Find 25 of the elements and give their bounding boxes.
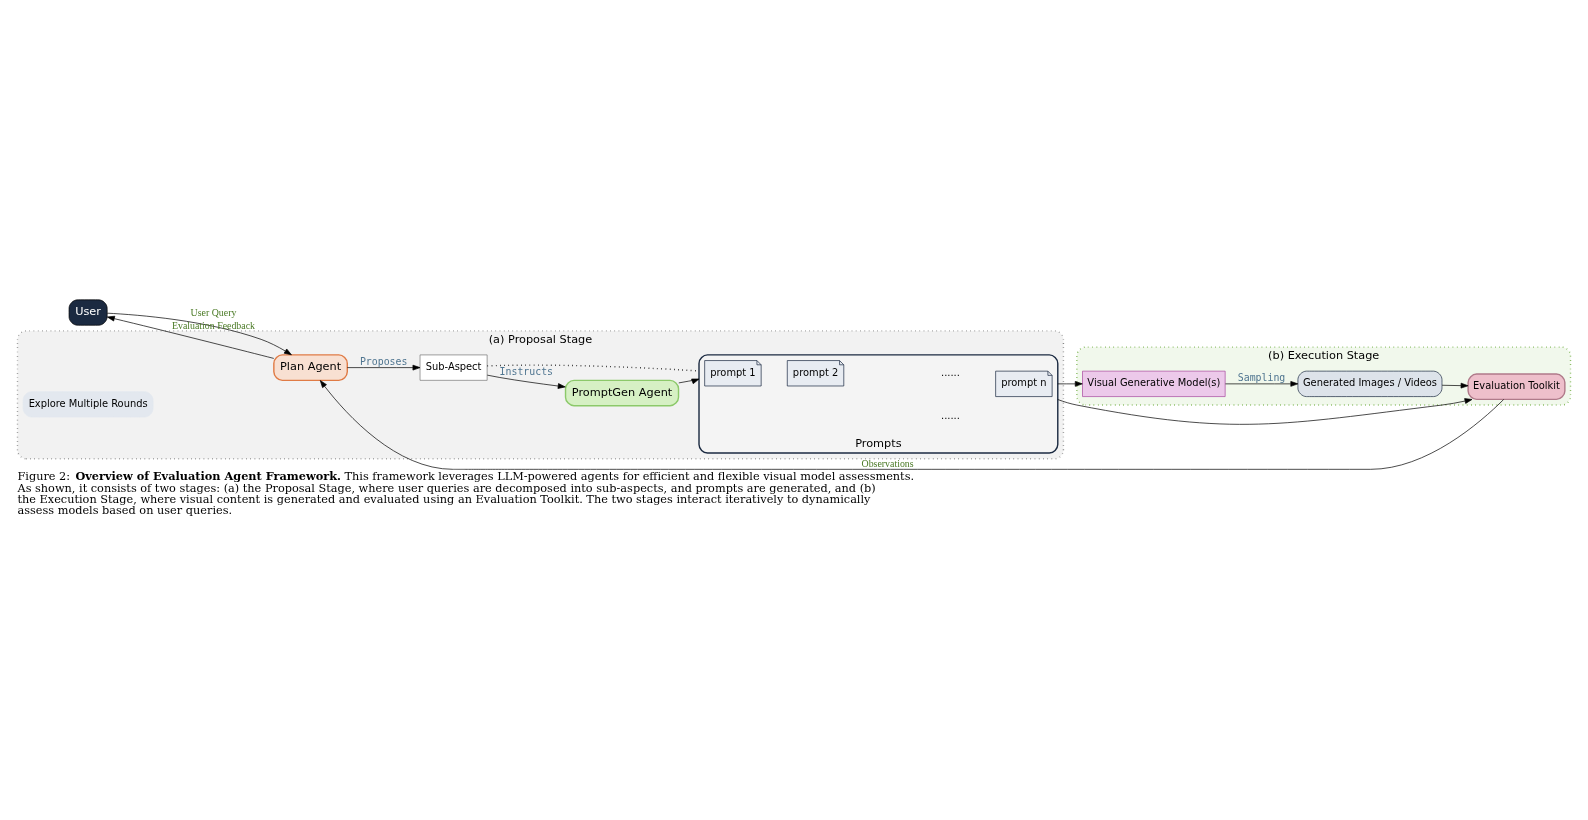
node-box: Visual Generative Model(s) <box>1082 370 1226 397</box>
arrow <box>486 374 566 389</box>
label: ...... <box>941 366 960 378</box>
arrow <box>1057 381 1083 387</box>
node-box: Evaluation Toolkit <box>1467 373 1566 401</box>
node-box: Plan Agent <box>273 354 348 382</box>
arrow <box>678 378 700 385</box>
node-box: Generated Images / Videos <box>1297 370 1443 397</box>
node-box: User <box>68 299 108 326</box>
arrow <box>1057 398 1473 425</box>
edge-label: Sampling <box>1237 372 1286 384</box>
edge-label: Observations <box>861 457 914 469</box>
arrow <box>347 364 421 371</box>
node-box: PromptGen Agent <box>564 379 680 407</box>
edge-label: User Query <box>190 307 237 319</box>
arrow <box>107 315 275 359</box>
arrow <box>106 312 292 356</box>
edge-label: Evaluation Feedback <box>171 319 256 331</box>
edge-label: Proposes <box>359 355 408 367</box>
arrow <box>1441 382 1469 389</box>
edge-label: Instructs <box>499 365 554 377</box>
caption: Figure 2: Overview of Evaluation Agent Framework. This framework leverages LLM-powered agents for efficient and flexible visual model assessments. As shown, it consists of two stages: (a) the Proposal Stage, where user queries are decomposed into sub-aspects, and prompts are generated, and (b) the Execution Stage, where visual content is generated and evaluated using an Evaluation Toolkit. The two stages interact iteratively to dynamically assess models based on user queries. <box>17 469 915 518</box>
node-box: Sub-Aspect <box>419 354 488 381</box>
arrow <box>1225 381 1299 387</box>
label: ...... <box>941 409 960 421</box>
